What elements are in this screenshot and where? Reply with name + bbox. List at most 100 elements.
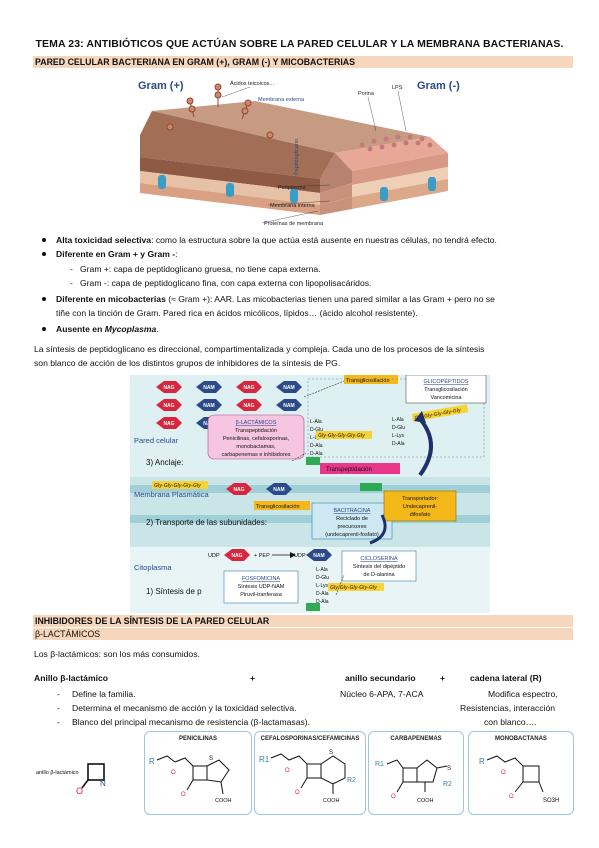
sugar-row-2: NAG NAM NAG NAM [156,399,302,411]
svg-text:L-Lys: L-Lys [316,583,329,589]
svg-text:O: O [285,768,290,774]
fosfomicina-line1: Síntesis UDP-NAM [238,584,285,590]
svg-text:S: S [447,766,451,772]
glicopeptidos-line1: Transglicosilación [424,387,468,393]
gly-bridge-3: Gly-Gly-Gly-Gly-Gly [154,483,201,489]
svg-text:S: S [329,750,333,756]
svg-text:O: O [181,792,186,798]
formula-plus-1: + [250,673,256,683]
svg-text:L-Ala: L-Ala [310,419,322,425]
svg-text:COOH: COOH [215,798,232,804]
svg-text:O: O [76,786,83,796]
bullet-dot [42,238,46,242]
bullet-2: Diferente en Gram + y Gram -: [42,247,577,261]
bullet-2-text: : [175,249,178,259]
bullet-3-continuation: tiñe con la tinción de Gram. Pared rica … [56,308,418,318]
svg-text:D-Ala: D-Ala [316,599,329,605]
udp-label: UDP [208,553,220,559]
section-heading-inhibidores: INHIBIDORES DE LA SÍNTESIS DE LA PARED C… [33,615,573,627]
transportador-line2: Undecaprenil- [403,504,437,510]
svg-text:D-Ala: D-Ala [310,451,323,457]
subheading-betalactamicos: β-LACTÁMICOS [33,628,573,640]
svg-text:NAG: NAG [231,553,242,559]
svg-text:NAM: NAM [283,385,294,391]
row-1-right: Modifica espectro, [488,689,558,699]
bullet-3-text: (≈ Gram +): AAR. Las micobacterias tiene… [165,294,495,304]
card-carbapenemas-caption: CARBAPENEMAS [390,736,442,742]
tag-transpeptidacion: Transpeptidación [326,467,372,473]
svg-text:D-Glu: D-Glu [392,425,405,431]
glicopeptidos-title: GLICOPÉPTIDOS [424,378,469,385]
svg-text:NAM: NAM [273,487,284,493]
sub-bullet-gram-neg: -Gram -: capa de peptidoglicano fina, co… [70,278,372,288]
cicloserina-line1: Síntesis del dipéptido [353,564,405,570]
svg-text:S: S [209,756,213,762]
svg-text:NAM: NAM [283,403,294,409]
beta-lactam-ring-icon: O N [76,763,106,796]
bacitracina-line2: precursores [337,524,366,530]
svg-text:SO3H: SO3H [543,798,559,804]
betalactamicos-line3: monobactamas, [236,444,276,450]
gram-positive-label: Gram (+) [138,80,184,92]
bullet-4-bold: Ausente en [56,324,105,334]
svg-text:R1: R1 [259,755,270,764]
svg-text:R2: R2 [347,777,356,784]
bullet-4: Ausente en Mycoplasma. [42,322,577,336]
bullet-1-bold: Alta toxicidad selectiva [56,235,152,245]
cicloserina-title: CICLOSERINA [360,556,398,562]
sub-bullet-2-text: Gram -: capa de peptidoglicano fina, con… [80,278,372,288]
svg-text:L-Lys: L-Lys [392,433,405,439]
subheading-text: β-LACTÁMICOS [35,629,101,639]
card-penicilinas-caption: PENICILINAS [178,736,217,742]
svg-text:NAM: NAM [203,403,214,409]
bullet-4-text: . [156,324,159,334]
svg-text:O: O [295,790,300,796]
row-3-right: con blanco…. [484,717,537,727]
sugar-row-1: NAG NAM NAG NAM [156,381,302,393]
svg-text:NAG: NAG [233,487,244,493]
betalactamicos-line4: carbapenemas e inhibidores [221,452,290,458]
peptide-stem-cyto: L-Ala D-Glu L-Lys D-Ala D-Ala [316,567,329,605]
cicloserina-line2: de D-alanina [363,572,395,578]
svg-text:R: R [479,757,485,766]
svg-text:NAM: NAM [313,553,324,559]
pep-label: + PEP [254,553,270,559]
section-heading-text: PARED CELULAR BACTERIANA EN GRAM (+), GR… [35,57,356,67]
row-1-mid: Núcleo 6-APA, 7-ACA [340,689,424,699]
label-lps: LPS [392,85,403,91]
sugar-row-membrane: NAG NAM [226,483,292,495]
sub-bullet-gram-pos: -Gram +: capa de peptidoglicano gruesa, … [70,264,321,274]
svg-text:COOH: COOH [417,798,434,804]
sub-bullet-1-text: Gram +: capa de peptidoglicano gruesa, n… [80,264,321,274]
svg-text:D-Glu: D-Glu [310,427,323,433]
bullet-1: Alta toxicidad selectiva: como la estruc… [42,233,577,247]
svg-text:D-Ala: D-Ala [392,441,405,447]
row-3-left: Blanco del principal mecanismo de resist… [72,717,311,727]
row-2-left: Determina el mecanismo de acción y la to… [72,703,297,713]
section-heading-pared: PARED CELULAR BACTERIANA EN GRAM (+), GR… [33,56,573,68]
label-pared-celular: Pared celular [134,436,179,445]
svg-text:COOH: COOH [323,798,340,804]
sugar-row-cyto: NAG NAM [224,549,332,561]
intro-line: Los β-lactámicos: son los más consumidos… [34,649,200,659]
page-title: TEMA 23: ANTIBIÓTICOS QUE ACTÚAN SOBRE L… [35,38,564,50]
ring-label: anillo β-lactámico [36,770,79,776]
betalactamicos-title: β-LACTÁMICOS [236,419,277,426]
label-outer-membrane: Membrana externa [258,97,305,103]
svg-text:NAG: NAG [163,421,174,427]
paragraph-synthesis: La síntesis de peptidoglicano es direcci… [34,342,574,370]
step-1: 1) Síntesis de p [146,587,202,596]
bullet-dot [42,327,46,331]
svg-text:O: O [509,794,514,800]
bullet-4-italic: Mycoplasma [104,324,157,334]
bullet-1-text: : como la estructura sobre la que actúa … [151,235,497,245]
formula-b: anillo secundario [345,673,416,683]
fosfomicina-title: FOSFOMICINA [242,576,281,582]
row-2-right: Resistencias, interacción [460,703,556,713]
gly-bridge-1: Gly-Gly-Gly-Gly-Gly [318,433,365,439]
row-1-left: Define la familia. [72,689,136,699]
svg-text:R: R [149,757,155,766]
svg-text:O: O [501,770,506,776]
carbapenem-structure: R1 S R2 O COOH [375,759,452,804]
card-monobactanas-caption: MONOBACTANAS [495,736,547,742]
